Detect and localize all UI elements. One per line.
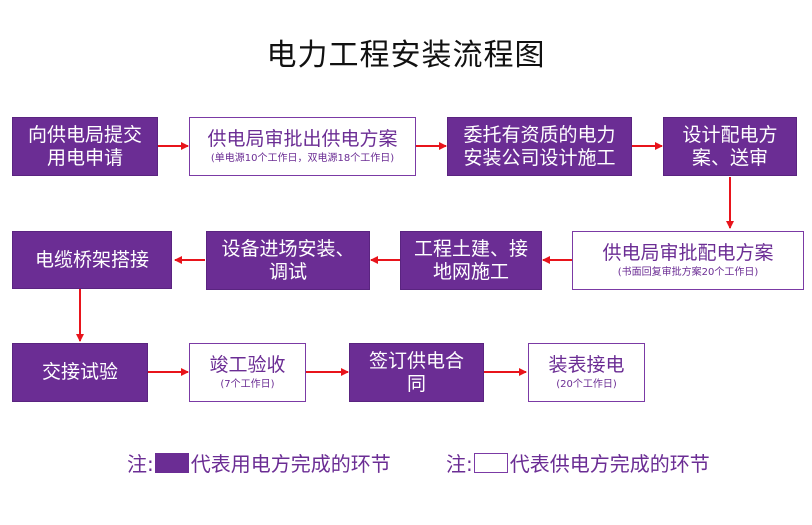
legend-filled-swatch bbox=[154, 452, 189, 473]
step-commission-design-construction: 委托有资质的电力 安装公司设计施工 bbox=[447, 117, 632, 176]
step-civil-grounding-works: 工程土建、接 地网施工 bbox=[400, 231, 542, 290]
step-completion-acceptance: 竣工验收 (7个工作日) bbox=[189, 343, 306, 402]
step-design-distribution-plan: 设计配电方 案、送审 bbox=[663, 117, 797, 176]
step-submit-application: 向供电局提交 用电申请 bbox=[12, 117, 158, 176]
legend-consumer: 注: 代表用电方完成的环节 bbox=[127, 448, 391, 477]
legend-prefix: 注: bbox=[446, 452, 473, 476]
step-equipment-installation: 设备进场安装、 调试 bbox=[206, 231, 370, 290]
step-handover-test: 交接试验 bbox=[12, 343, 148, 402]
legend-outline-swatch bbox=[473, 452, 508, 473]
page-title: 电力工程安装流程图 bbox=[266, 38, 546, 73]
step-power-supply-plan-approval: 供电局审批出供电方案 (单电源10个工作日，双电源18个工作日) bbox=[189, 117, 416, 176]
legend-prefix: 注: bbox=[127, 452, 154, 476]
step-meter-install: 装表接电 (20个工作日) bbox=[528, 343, 645, 402]
step-distribution-plan-approval: 供电局审批配电方案 (书面回复审批方案20个工作日) bbox=[572, 231, 804, 290]
legend-supplier-text: 代表供电方完成的环节 bbox=[509, 452, 710, 476]
step-note: (单电源10个工作日，双电源18个工作日) bbox=[210, 153, 395, 165]
step-sign-supply-contract: 签订供电合 同 bbox=[349, 343, 484, 402]
step-note: (7个工作日) bbox=[220, 379, 275, 391]
step-note: (书面回复审批方案20个工作日) bbox=[617, 267, 759, 279]
step-cable-tray: 电缆桥架搭接 bbox=[12, 231, 172, 289]
step-note: (20个工作日) bbox=[556, 379, 617, 391]
legend-supplier: 注: 代表供电方完成的环节 bbox=[446, 448, 710, 477]
legend-consumer-text: 代表用电方完成的环节 bbox=[190, 452, 391, 476]
